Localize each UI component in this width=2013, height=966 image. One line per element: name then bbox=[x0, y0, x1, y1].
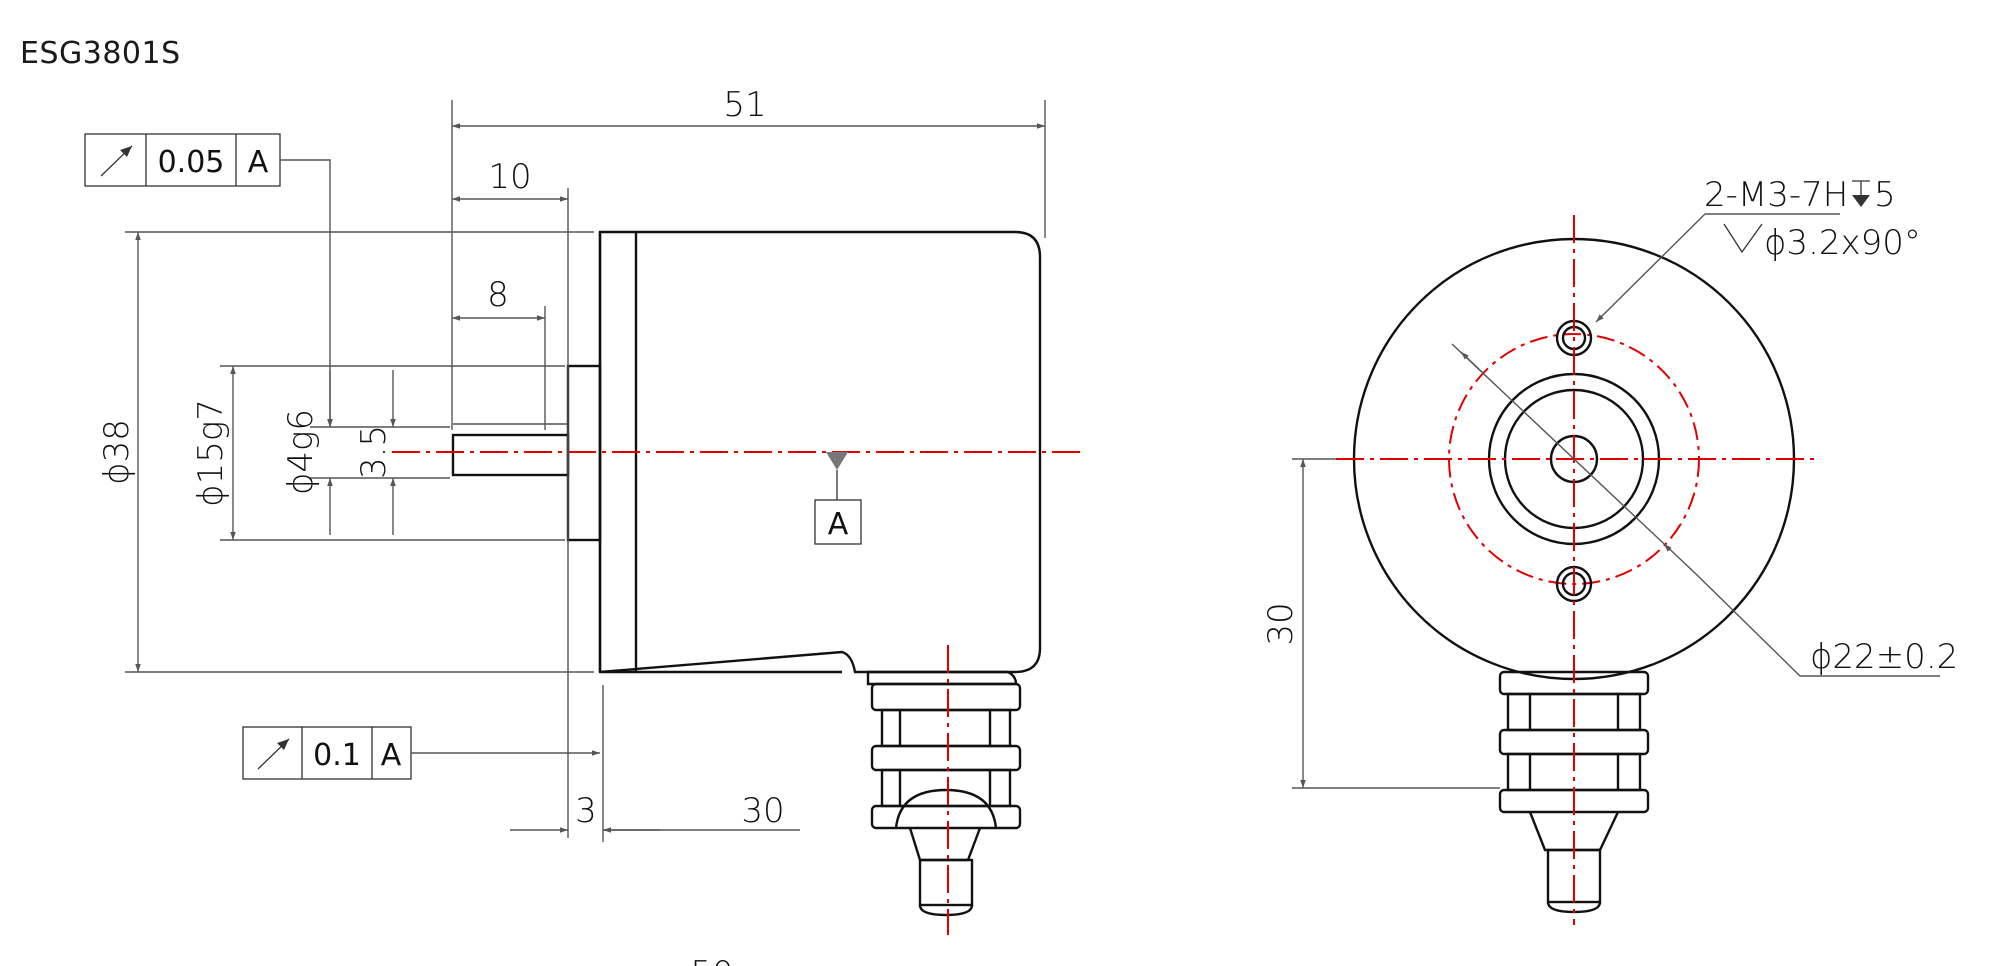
dim-cable-offset: 30 bbox=[741, 791, 784, 831]
dim-shaft-diameter: ϕ4g6 bbox=[281, 409, 321, 495]
svg-text:0.1: 0.1 bbox=[313, 738, 361, 773]
dim-pcd-diameter: ϕ22±0.2 bbox=[1810, 637, 1958, 677]
depth-symbol-icon bbox=[1852, 180, 1870, 207]
side-view: A 51 10 8 3 30 ϕ38 ϕ15g7 ϕ4g6 bbox=[84, 85, 1082, 935]
front-view: ϕ22±0.2 2-M3-7H 5 ϕ3.2x90° 30 bbox=[1261, 175, 1958, 925]
dim-bottom-partial: 50 bbox=[690, 954, 733, 966]
dim-flange-thickness: 3 bbox=[575, 791, 597, 831]
hole-note-depth: 5 bbox=[1874, 175, 1896, 215]
dim-spigot-diameter: ϕ15g7 bbox=[191, 399, 231, 507]
runout-tolerance-1: 0.05 A bbox=[84, 133, 333, 427]
dim-flat-depth: 3.5 bbox=[354, 425, 394, 479]
datum-triangle bbox=[826, 452, 848, 470]
shaft bbox=[451, 433, 570, 477]
dim-front-height: 30 bbox=[1261, 602, 1301, 645]
dim-shaft-length: 10 bbox=[488, 157, 531, 197]
countersink-symbol-icon bbox=[1723, 223, 1763, 254]
dim-flat-length: 8 bbox=[487, 275, 509, 315]
svg-text:A: A bbox=[248, 145, 269, 180]
cable-gland-side bbox=[866, 670, 1022, 917]
svg-text:0.05: 0.05 bbox=[158, 145, 225, 180]
drawing-title: ESG3801S bbox=[20, 36, 181, 71]
housing-body bbox=[598, 230, 1042, 674]
runout-tolerance-2: 0.1 A bbox=[242, 726, 600, 780]
dim-housing-diameter: ϕ38 bbox=[97, 419, 137, 485]
datum-label: A bbox=[828, 507, 849, 542]
hole-note-countersink: ϕ3.2x90° bbox=[1764, 223, 1921, 263]
hole-note-thread: 2-M3-7H bbox=[1704, 175, 1848, 215]
svg-text:A: A bbox=[381, 738, 402, 773]
dim-overall-length: 51 bbox=[723, 85, 766, 125]
